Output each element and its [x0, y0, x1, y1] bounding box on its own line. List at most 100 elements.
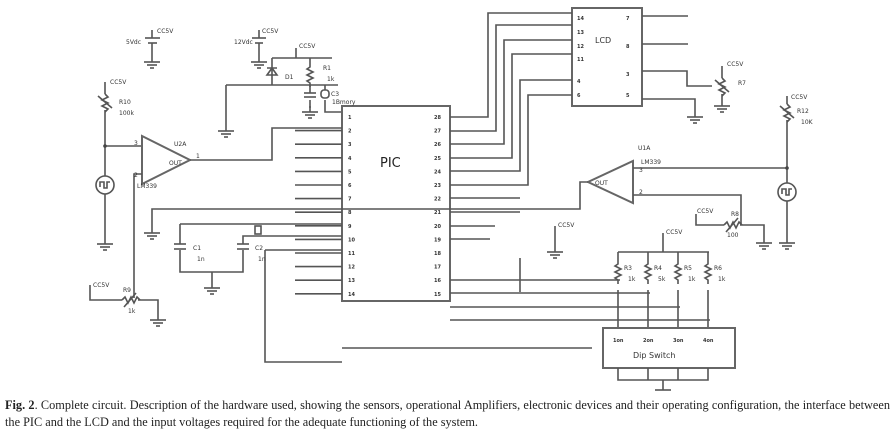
pic-pin-label: 22	[434, 197, 441, 203]
resistor-label: R3	[624, 265, 632, 272]
dip-switch-position: 2on	[643, 338, 654, 344]
pin-label: 2	[134, 172, 138, 179]
lcd-pin-label: 14	[577, 16, 584, 22]
resistor-value: 1k	[688, 276, 696, 283]
resistor-label: R6	[714, 265, 722, 272]
pic-pin-label: 18	[434, 251, 441, 257]
pin-label: 3	[134, 140, 138, 147]
lcd-pin-label: 7	[626, 16, 630, 22]
u1a-part: LM339	[641, 159, 661, 166]
c1-label: C1	[193, 245, 201, 252]
resistor-value: 5k	[658, 276, 666, 283]
vcc-label: CC5V	[727, 61, 744, 68]
lcd-pin-label: 8	[626, 44, 630, 50]
opamp-u1a-stage: U1A LM339 OUT 3 2 CC5V R12 10K CC5V R8 1…	[143, 94, 814, 259]
resistor-r4	[644, 259, 652, 285]
vcc-label: CC5V	[157, 28, 174, 35]
c2-value: 1n	[258, 256, 266, 263]
pin1-note: 1Bmory	[332, 99, 356, 106]
reset-network: CC5V D1 R1 1k C3	[217, 43, 342, 138]
lcd-pin-label: 13	[577, 30, 584, 36]
resistor-value: 1k	[628, 276, 636, 283]
pic-pin-label: 13	[348, 278, 355, 284]
vcc-label: CC5V	[791, 94, 808, 101]
pic-pin-label: 17	[434, 265, 441, 271]
pin-label: 2	[639, 189, 643, 196]
pic-pin-label: 2	[348, 129, 352, 135]
lcd-pin-label: 6	[577, 93, 581, 99]
vcc-label: CC5V	[93, 282, 110, 289]
pic-pin-label: 12	[348, 265, 355, 271]
pic-pin-label: 23	[434, 183, 441, 189]
vcc-label: CC5V	[262, 28, 279, 35]
oscillator-network: C1 1n C2 1n	[174, 223, 342, 363]
pic-pin-label: 19	[434, 237, 441, 243]
battery-5v: CC5V 5Vdc	[126, 28, 174, 69]
vcc-label: CC5V	[666, 229, 683, 236]
pic-pin-label: 11	[348, 251, 355, 257]
pic-pin-label: 14	[348, 292, 355, 298]
pin-label: 3	[639, 167, 643, 174]
u1a-out: OUT	[595, 180, 608, 187]
r8-label: R8	[731, 211, 739, 218]
c2-label: C2	[255, 245, 263, 252]
pin-label: 1	[196, 153, 200, 160]
d1-label: D1	[285, 74, 294, 81]
r9-potentiometer: CC5V R9 1k	[89, 282, 167, 327]
r10-label: R10	[119, 99, 131, 106]
dip-switch-label: Dip Switch	[633, 351, 675, 360]
pic-pin-label: 16	[434, 278, 441, 284]
pic-pin-label: 8	[348, 210, 352, 216]
opamp-u2a-stage: CC5V R10 100k U2A OUT LM339 3 2 1	[95, 79, 342, 298]
pic-pin-label: 28	[434, 115, 441, 121]
pic-pin-label: 6	[348, 183, 352, 189]
c3-label: C3	[331, 91, 339, 98]
pic-pin-label: 24	[434, 169, 441, 175]
r1-value: 1k	[327, 76, 335, 83]
vcc-label: CC5V	[697, 208, 714, 215]
lcd-pin-label: 4	[577, 79, 581, 85]
junction-dot	[785, 166, 789, 170]
pic-pin-label: 26	[434, 142, 441, 148]
pic-label: PIC	[380, 156, 401, 171]
u2a-part: LM339	[137, 183, 157, 190]
dip-switch-position: 4on	[703, 338, 714, 344]
pic-pin-label: 25	[434, 156, 441, 162]
lcd-pin-label: 11	[577, 57, 584, 63]
junction-dot	[103, 144, 107, 148]
pic-pin-label: 1	[348, 115, 352, 121]
u1a-label: U1A	[638, 145, 651, 152]
vcc-label: CC5V	[299, 43, 316, 50]
r7-label: R7	[738, 80, 746, 87]
r10-value: 100k	[119, 110, 134, 117]
lcd-display: LCD 14 13 12 11 4 6 7 8 3 5 CC5V R7	[450, 7, 746, 240]
dip-switch-position: 1on	[613, 338, 624, 344]
figure-caption: Fig. 2. Complete circuit. Description of…	[5, 397, 890, 431]
caption-label: Fig. 2	[5, 398, 35, 412]
u2a-label: U2A	[174, 141, 187, 148]
pic-pin-label: 10	[348, 237, 355, 243]
dip-switch-position: 3on	[673, 338, 684, 344]
lcd-pin-label: 12	[577, 44, 584, 50]
resistor-label: R4	[654, 265, 662, 272]
pic-pin-label: 20	[434, 224, 441, 230]
lcd-pin-label: 5	[626, 93, 630, 99]
r9-value: 1k	[128, 308, 136, 315]
resistor-r6	[704, 259, 712, 285]
pic-pin-label: 15	[434, 292, 441, 298]
r8-value: 100	[727, 232, 739, 239]
c1-value: 1n	[197, 256, 205, 263]
r12-label: R12	[797, 108, 809, 115]
r1-label: R1	[323, 65, 331, 72]
pic-pin-label: 21	[434, 210, 441, 216]
battery-12v: CC5V 12Vdc	[234, 28, 279, 69]
vcc-label: CC5V	[110, 79, 127, 86]
r12-value: 10K	[801, 119, 814, 126]
lcd-label: LCD	[595, 36, 611, 45]
pic-pin-label: 5	[348, 169, 352, 175]
circuit-schematic: CC5V 5Vdc CC5V 12Vdc CC5V D1 R1 1k C3 PI…	[89, 7, 814, 392]
pic-pin-label: 27	[434, 129, 441, 135]
pic-pin-label: 7	[348, 197, 352, 203]
u2a-out: OUT	[169, 160, 182, 167]
